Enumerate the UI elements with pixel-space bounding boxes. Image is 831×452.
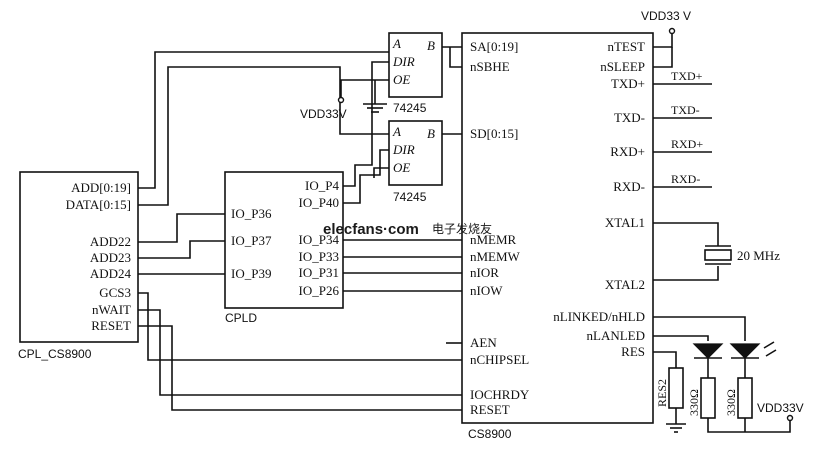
net-txd-plus: TXD+	[671, 69, 703, 83]
cpld-name-label: CPLD	[225, 311, 257, 325]
buffer-top-b: B	[427, 38, 435, 53]
r2-label: 330Ω	[724, 389, 738, 416]
vdd-top-label: VDD33 V	[641, 9, 691, 23]
cs-pin-sa019: SA[0:19]	[470, 39, 518, 54]
cpl-pin-add019: ADD[0:19]	[71, 180, 131, 195]
resistor-330-left-icon	[700, 377, 716, 419]
cs-pin-res: RES	[621, 344, 645, 359]
bus-wires	[138, 46, 462, 411]
buffer-top-a: A	[392, 36, 401, 51]
cs8900-name-label: CS8900	[468, 427, 512, 441]
cpl-pin-add22: ADD22	[90, 234, 131, 249]
cs-pin-rxd-minus: RXD-	[613, 179, 645, 194]
cpld-pin-labels: IO_P36 IO_P37 IO_P39 IO_P4 IO_P40 IO_P34…	[231, 178, 339, 298]
cs-pin-sd015: SD[0:15]	[470, 126, 518, 141]
cpl-pin-add23: ADD23	[90, 250, 131, 265]
cs-pin-aen: AEN	[470, 335, 497, 350]
cpld-pin-io-p4: IO_P4	[305, 178, 339, 193]
cpld-pin-io-p40: IO_P40	[299, 195, 339, 210]
cpld-pin-io-p33: IO_P33	[299, 249, 339, 264]
vdd-left-label: VDD33V	[300, 107, 347, 121]
cpld-pin-io-p31: IO_P31	[299, 265, 339, 280]
cs-pin-niow: nIOW	[470, 283, 503, 298]
buffer-top-part: 74245	[393, 101, 427, 115]
cs-pin-nior: nIOR	[470, 265, 499, 280]
net-rxd-plus: RXD+	[671, 137, 703, 151]
watermark-site: elecfans·com	[323, 221, 419, 238]
cs-pin-nmemr: nMEMR	[470, 232, 517, 247]
cpld-pin-io-p34: IO_P34	[299, 232, 340, 247]
cs8900-left-pin-labels: SA[0:19] nSBHE SD[0:15] nMEMR nMEMW nIOR…	[470, 39, 530, 417]
cpl-pin-nwait: nWAIT	[92, 302, 131, 317]
cs-pin-nchipsel: nCHIPSEL	[470, 352, 529, 367]
cs-pin-txd-minus: TXD-	[614, 110, 645, 125]
led2-icon	[729, 343, 761, 359]
crystal-icon	[704, 249, 732, 261]
resistor-res2-icon	[668, 367, 684, 409]
watermark-cn: 电子发烧友	[432, 221, 492, 236]
cs8900-right-wires	[653, 27, 794, 433]
cs-pin-nmemw: nMEMW	[470, 249, 521, 264]
cpld-pin-io-p26: IO_P26	[299, 283, 340, 298]
cs-pin-nlanled: nLANLED	[587, 328, 646, 343]
buffer-bottom-oe: OE	[393, 160, 410, 175]
cs-pin-nlinked: nLINKED/nHLD	[553, 309, 645, 324]
cs-pin-rxd-plus: RXD+	[610, 144, 645, 159]
cpl-name-label: CPL_CS8900	[18, 347, 92, 361]
cs-pin-reset: RESET	[470, 402, 510, 417]
buffer-bottom-a: A	[392, 124, 401, 139]
cs8900-right-pin-labels: nTEST nSLEEP TXD+ TXD- RXD+ RXD- XTAL1 X…	[553, 39, 645, 359]
cs-pin-ntest: nTEST	[607, 39, 645, 54]
cs-pin-nsleep: nSLEEP	[600, 59, 645, 74]
r1-label: 330Ω	[687, 389, 701, 416]
led1-icon	[692, 343, 724, 359]
cpld-pin-io-p36: IO_P36	[231, 206, 272, 221]
cs-pin-iochrdy: IOCHRDY	[470, 387, 530, 402]
cpl-pin-labels: ADD[0:19] DATA[0:15] ADD22 ADD23 ADD24 G…	[66, 180, 132, 333]
crystal-label: 20 MHz	[737, 248, 780, 263]
buffer-bottom-b: B	[427, 126, 435, 141]
cs-pin-nsbhe: nSBHE	[470, 59, 510, 74]
net-rxd-minus: RXD-	[671, 172, 700, 186]
cs8900-block	[461, 32, 654, 424]
buffer-top-oe: OE	[393, 72, 410, 87]
cs-pin-xtal2: XTAL2	[605, 277, 645, 292]
resistor-330-right-icon	[737, 377, 753, 419]
vdd-right-label: VDD33V	[757, 401, 804, 415]
buffer-top-dir: DIR	[392, 54, 415, 69]
buffer-bottom-part: 74245	[393, 190, 427, 204]
net-txd-minus: TXD-	[671, 103, 700, 117]
cs-pin-xtal1: XTAL1	[605, 215, 645, 230]
buffer-bottom-dir: DIR	[392, 142, 415, 157]
cs-pin-txd-plus: TXD+	[611, 76, 645, 91]
cpl-pin-gcs3: GCS3	[99, 285, 131, 300]
cpl-pin-reset: RESET	[91, 318, 131, 333]
buffer-bottom-block	[388, 120, 443, 186]
cpl-cs8900-block	[19, 171, 139, 343]
cpld-pin-io-p39: IO_P39	[231, 266, 271, 281]
cpl-pin-add24: ADD24	[90, 266, 132, 281]
res2-label: RES2	[655, 379, 669, 407]
buffer-top-block	[388, 32, 443, 98]
cpl-pin-data015: DATA[0:15]	[66, 197, 131, 212]
cpld-pin-io-p37: IO_P37	[231, 233, 272, 248]
